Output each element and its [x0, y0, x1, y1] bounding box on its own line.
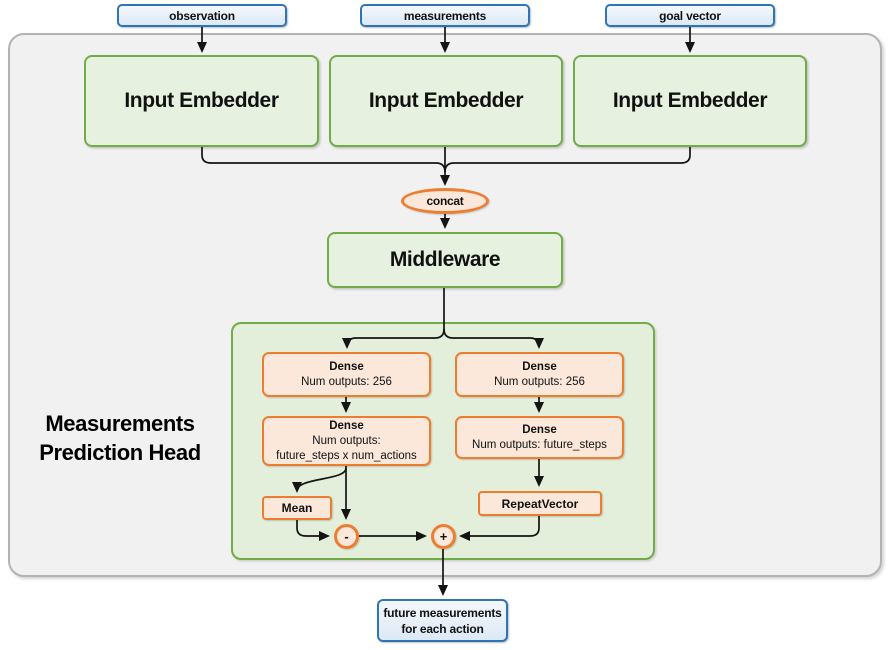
input-box-observation: observation — [117, 4, 287, 27]
input-label: goal vector — [659, 8, 721, 23]
output-box-future-measurements: future measurements for each action — [377, 599, 508, 642]
middleware-label: Middleware — [389, 248, 501, 271]
dense-detail: future_steps x num_actions — [276, 449, 417, 462]
middleware-box: Middleware — [327, 232, 563, 288]
dense-left-1: Dense Num outputs: 256 — [262, 352, 431, 397]
title-line-1: Measurements — [45, 411, 195, 436]
input-embedder-3: Input Embedder — [573, 55, 807, 147]
input-label: measurements — [403, 8, 487, 23]
minus-operator-node: - — [334, 524, 359, 549]
dense-title: Dense — [522, 423, 557, 436]
repeat-vector-box: RepeatVector — [478, 491, 602, 516]
prediction-head-title: Measurements Prediction Head — [15, 409, 225, 467]
mean-box: Mean — [262, 496, 332, 520]
dense-left-2: Dense Num outputs: future_steps x num_ac… — [262, 416, 431, 466]
minus-label: - — [344, 529, 349, 544]
plus-operator-node: + — [431, 524, 456, 549]
output-line-2: for each action — [401, 621, 484, 636]
concat-label: concat — [426, 194, 464, 208]
input-embedder-1: Input Embedder — [84, 55, 319, 147]
dense-detail: Num outputs: future_steps — [472, 438, 607, 451]
embedder-label: Input Embedder — [368, 89, 524, 112]
dense-detail: Num outputs: 256 — [494, 375, 585, 388]
dense-detail: Num outputs: — [312, 434, 381, 447]
embedder-label: Input Embedder — [124, 89, 279, 112]
mean-label: Mean — [281, 501, 313, 515]
output-line-1: future measurements — [383, 605, 502, 620]
title-line-2: Prediction Head — [39, 440, 201, 465]
embedder-label: Input Embedder — [612, 89, 768, 112]
input-embedder-2: Input Embedder — [329, 55, 563, 147]
plus-label: + — [439, 529, 448, 544]
input-label: observation — [169, 8, 235, 23]
dense-title: Dense — [329, 419, 364, 432]
input-box-goal-vector: goal vector — [605, 4, 775, 27]
dense-right-2: Dense Num outputs: future_steps — [455, 416, 624, 459]
dense-title: Dense — [522, 360, 557, 373]
dense-detail: Num outputs: 256 — [301, 375, 392, 388]
repeat-vector-label: RepeatVector — [501, 496, 579, 511]
input-box-measurements: measurements — [360, 4, 530, 27]
concat-node: concat — [401, 188, 489, 214]
dense-right-1: Dense Num outputs: 256 — [455, 352, 624, 397]
dense-title: Dense — [329, 360, 364, 373]
